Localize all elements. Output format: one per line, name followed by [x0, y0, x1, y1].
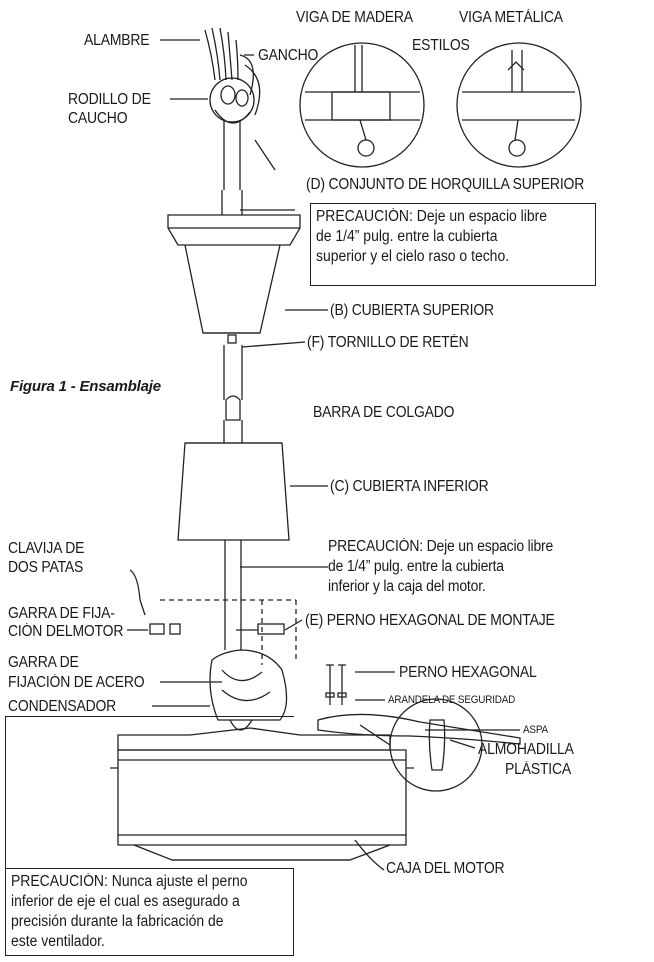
label-alambre: ALAMBRE — [84, 32, 150, 49]
label-gancho: GANCHO — [258, 47, 319, 64]
label-viga-metalica: VIGA METÁLICA — [459, 9, 563, 26]
label-horquilla: (D) CONJUNTO DE HORQUILLA SUPERIOR — [306, 176, 585, 193]
label-perno-montaje: (E) PERNO HEXAGONAL DE MONTAJE — [305, 612, 555, 629]
caution-bottom-line-4: este ventilador. — [11, 933, 105, 950]
label-aspa: ASPA — [523, 724, 548, 736]
label-garra-acero-2: FIJACIÓN DE ACERO — [8, 674, 145, 691]
label-almohadilla-1: ALMOHADILLA — [478, 741, 574, 758]
figure-caption: Figura 1 - Ensamblaje — [10, 378, 161, 395]
caution-bottom-line-1: PRECAUCIÓN: Nunca ajuste el perno — [11, 873, 248, 890]
label-estilos: ESTILOS — [412, 37, 470, 54]
caution-mid-line-3: inferior y la caja del motor. — [328, 578, 486, 595]
leader-perno-montaje — [284, 619, 303, 631]
label-rodillo-1: RODILLO DE — [68, 91, 151, 108]
caution-top-line-3: superior y el cielo raso o techo. — [316, 248, 510, 265]
leader-tornillo — [241, 341, 306, 348]
caution-box-bottom: PRECAUCIÓN: Nunca ajuste el perno inferi… — [5, 868, 294, 956]
caution-box-top: PRECAUCIÓN: Deje un espacio libre de 1/4… — [310, 203, 596, 286]
label-garra-motor-2: CIÓN DELMOTOR — [8, 623, 124, 640]
leader-caja-motor — [354, 839, 385, 871]
label-almohadilla-2: PLÁSTICA — [505, 761, 572, 778]
label-rodillo-2: CAUCHO — [68, 110, 128, 127]
caution-top-line-2: de 1/4” pulg. entre la cubierta — [316, 228, 498, 245]
label-condensador: CONDENSADOR — [8, 698, 117, 715]
label-cubierta-superior: (B) CUBIERTA SUPERIOR — [330, 302, 494, 319]
label-cubierta-inferior: (C) CUBIERTA INFERIOR — [330, 478, 489, 495]
label-viga-madera: VIGA DE MADERA — [296, 9, 413, 26]
label-garra-acero-1: GARRA DE — [8, 654, 79, 671]
caution-mid-line-1: PRECAUCIÓN: Deje un espacio libre — [328, 538, 554, 555]
caution-bottom-line-3: precisión durante la fabricación de — [11, 913, 224, 930]
label-barra: BARRA DE COLGADO — [313, 404, 455, 421]
label-garra-motor-1: GARRA DE FIJA- — [8, 605, 115, 622]
label-tornillo-reten: (F) TORNILLO DE RETÉN — [307, 334, 469, 351]
metal-beam-detail — [456, 42, 582, 168]
caution-top-line-1: PRECAUCIÓN: Deje un espacio libre — [316, 208, 548, 225]
label-clavija-1: CLAVIJA DE — [8, 540, 85, 557]
label-perno-hex: PERNO HEXAGONAL — [399, 664, 537, 681]
wood-beam-detail — [299, 42, 425, 168]
caution-bottom-line-2: inferior de eje el cual es asegurado a — [11, 893, 240, 910]
leader-almohadilla — [449, 739, 476, 749]
label-caja-motor: CAJA DEL MOTOR — [386, 860, 505, 877]
caution-mid-line-2: de 1/4” pulg. entre la cubierta — [328, 558, 504, 575]
label-arandela: ARANDELA DE SEGURIDAD — [388, 694, 516, 706]
label-clavija-2: DOS PATAS — [8, 559, 84, 576]
